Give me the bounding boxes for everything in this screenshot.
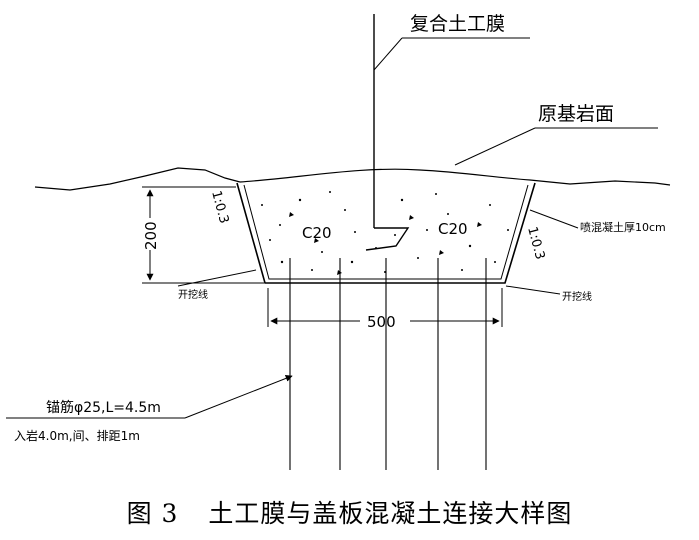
concrete-slab-outline <box>236 182 536 284</box>
anchor-bars <box>289 258 487 470</box>
concrete-stipple <box>261 191 509 275</box>
slope-right-label: 1:0.3 <box>524 225 547 261</box>
excavation-line-right-label: 开挖线 <box>562 290 592 303</box>
anchor-bar-label: 锚筋φ25,L=4.5m <box>46 399 161 416</box>
bedrock-surface-label: 原基岩面 <box>538 103 614 125</box>
detail-drawing: 复合土工膜 原基岩面 C20 C20 200 500 1:0.3 1:0.3 开… <box>6 13 671 470</box>
membrane-anchor-bend <box>365 227 410 251</box>
ground-surface-line <box>34 167 671 191</box>
width-dimension: 500 <box>367 313 396 331</box>
spray-concrete-label: 喷混凝土厚10cm <box>580 220 666 234</box>
figure-title: 土工膜与盖板混凝土连接大样图 <box>208 499 573 528</box>
excavation-line-inner <box>243 184 529 280</box>
concrete-grade-left: C20 <box>302 224 332 242</box>
figure-number: 图 3 <box>126 499 179 528</box>
anchor-spec-label: 入岩4.0m,间、排距1m <box>14 428 140 443</box>
excavation-line-left-label: 开挖线 <box>178 288 208 301</box>
composite-geomembrane-label: 复合土工膜 <box>410 13 505 35</box>
slope-left-label: 1:0.3 <box>208 189 231 225</box>
depth-dimension: 200 <box>142 221 160 250</box>
geomembrane-leader <box>373 37 403 71</box>
figure-caption: 图 3 土工膜与盖板混凝土连接大样图 <box>0 494 699 534</box>
concrete-grade-right: C20 <box>438 220 468 238</box>
